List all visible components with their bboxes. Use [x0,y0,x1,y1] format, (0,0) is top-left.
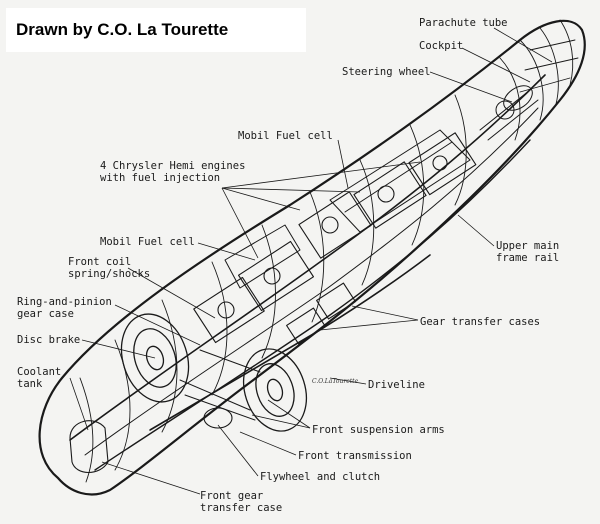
label-disc-brake: Disc brake [17,334,81,346]
cockpit-area [479,85,539,141]
fuel-cell-lower [224,224,301,289]
label-gear-transfer-cases: Gear transfer cases [420,316,541,328]
label-front-gear-line1: Front gear [200,490,264,502]
leader-lines [69,27,553,495]
fuel-cell-upper [329,129,471,233]
label-steering-wheel: Steering wheel [342,66,431,78]
label-front-coil-line2: spring/shocks [68,268,151,280]
label-ring-pinion-line1: Ring-and-pinion [17,296,112,308]
label-mobil-fuel-cell-mid: Mobil Fuel cell [100,236,195,248]
label-parachute-tube: Parachute tube [419,17,508,29]
upper-frame-rail [69,74,546,441]
engine-blocks [193,132,477,344]
coolant-tank-shape [69,420,109,474]
label-driveline: Driveline [368,379,425,391]
label-coolant-line2: tank [17,378,43,390]
credit-box: Drawn by C.O. La Tourette [6,8,306,52]
label-front-gear-line2: transfer case [200,502,283,514]
label-engines-line1: 4 Chrysler Hemi engines [100,160,246,172]
label-front-suspension-arms: Front suspension arms [312,424,445,436]
label-ring-pinion-line2: gear case [17,308,74,320]
label-upper-rail-line2: frame rail [496,252,560,264]
label-front-coil-line1: Front coil [68,256,132,268]
front-wheel-right [243,348,307,432]
artist-signature: C.O.LaTourette [312,378,359,385]
driveline-shaft [149,254,431,431]
suspension-arms [179,349,261,421]
label-coolant-line1: Coolant [17,366,62,378]
label-mobil-fuel-cell-top: Mobil Fuel cell [238,130,333,142]
label-front-transmission: Front transmission [298,450,412,462]
label-upper-rail-line1: Upper main [496,240,560,252]
label-flywheel-clutch: Flywheel and clutch [260,471,381,483]
label-engines-line2: with fuel injection [100,172,221,184]
label-cockpit: Cockpit [419,40,464,52]
body-shell-outline [38,19,586,496]
front-wheel-left [120,313,190,403]
center-spine [84,107,539,456]
flywheel-shape [203,407,233,429]
artist-credit: Drawn by C.O. La Tourette [16,20,229,39]
